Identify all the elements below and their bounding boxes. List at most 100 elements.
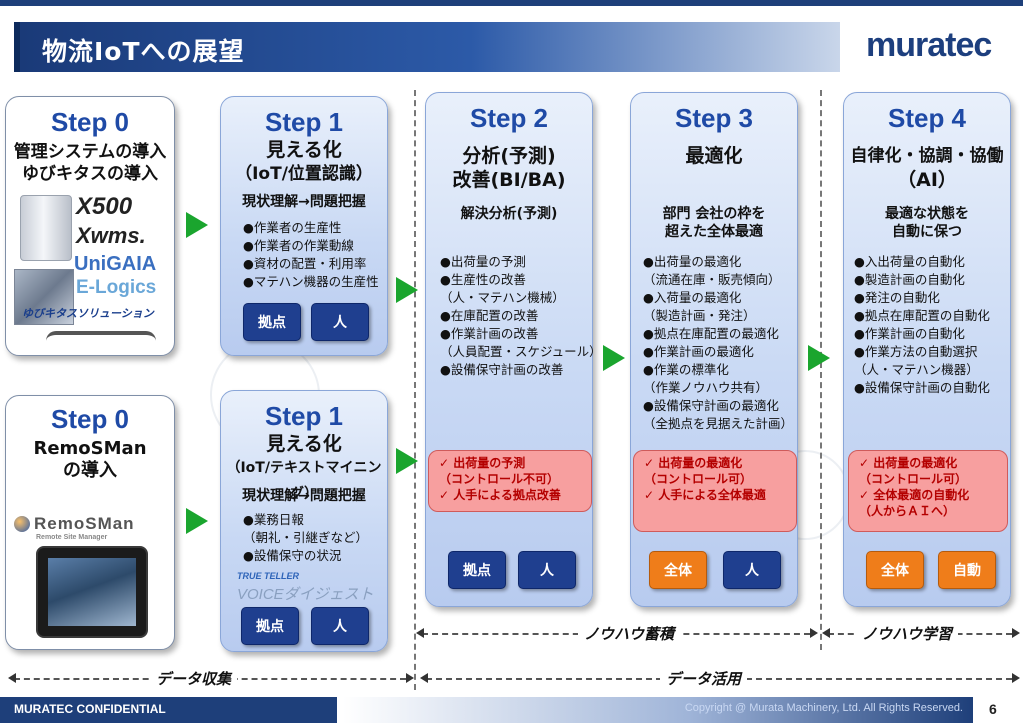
card-subheading: 部門 会社の枠を [662,206,766,222]
site-button[interactable]: 拠点 [448,551,506,589]
muratec-logo: muratec [866,26,992,64]
list-item: ●入荷量の最適化 [643,290,742,305]
limitation-box: ✓ 出荷量の予測 （コントロール不可） ✓ 人手による拠点改善 [428,450,592,512]
step-label: Step 3 [674,103,754,133]
band-arrowhead-left [822,628,830,638]
list-item: ●作業方法の自動選択 [854,344,978,359]
list-item: ●生産性の改善 [440,272,526,287]
item-list: ●作業者の生産性 ●作業者の作業動線 ●資材の配置・利用率 ●マテハン機器の生産… [243,219,379,291]
server-image [20,195,72,261]
footer-left-bar: MURATEC CONFIDENTIAL [0,697,337,723]
card-heading-line: 分析(予測) [462,145,556,167]
band-label-collect: データ収集 [150,668,238,689]
brand-remosman-sub: Remote Site Manager [36,534,108,541]
limitation-item: ✓ 全体最適の自動化 [859,488,970,502]
item-list: ●業務日報 （朝礼・引継ぎなど） ●設備保守の状況 [243,511,368,565]
card-heading-line: 見える化 [266,139,342,161]
list-item: ●出荷量の最適化 [643,254,742,269]
band-label-accumulate: ノウハウ蓄積 [578,623,681,644]
list-item: （製造計画・発注） [643,308,756,323]
limitation-item: （コントロール可） [859,472,968,486]
whole-button[interactable]: 全体 [866,551,924,589]
list-item: ●設備保守計画の自動化 [854,380,990,395]
card-step2-analysis: Step 2 分析(予測) 改善(BI/BA) 解決分析(予測) ●出荷量の予測… [425,92,602,607]
person-button[interactable]: 人 [311,607,369,645]
card-step0-remosman: Step 0 RemoSMan の導入 RemoSMan Remote Site… [5,395,175,650]
limitation-item: （人からＡＩへ） [859,504,956,518]
card-step3-optimize: Step 3 最適化 部門 会社の枠を 超えた全体最適 ●出荷量の最適化 （流通… [630,92,798,607]
card-subheading: 解決分析(予測) [460,206,558,222]
card-step1-visualize-iot: Step 1 見える化 （IoT/位置認識） 現状理解→問題把握 ●作業者の生産… [220,96,388,356]
card-heading-line: （IoT/位置認識） [235,164,373,184]
brand-x500: X500 [76,193,133,220]
site-button[interactable]: 拠点 [241,607,299,645]
list-item: ●マテハン機器の生産性 [243,274,379,289]
card-heading-line: ゆびキタスの導入 [22,164,158,184]
person-button[interactable]: 人 [311,303,369,341]
person-button[interactable]: 人 [518,551,576,589]
limitation-item: ✓ 出荷量の最適化 [644,456,743,470]
card-step0-system: Step 0 管理システムの導入 ゆびキタスの導入 X500 Xwms. Uni… [5,96,175,356]
divider-dashed [414,90,416,690]
list-item: ●発注の自動化 [854,290,940,305]
item-list: ●入出荷量の自動化 ●製造計画の自動化 ●発注の自動化 ●拠点在庫配置の自動化 … [854,253,990,397]
list-item: ●製造計画の自動化 [854,272,965,287]
band-arrowhead-left [8,673,16,683]
step-label: Step 0 [50,107,130,137]
limitation-box: ✓ 出荷量の最適化 （コントロール可） ✓ 人手による全体最適 [633,450,797,532]
band-arrowhead-right [1012,673,1020,683]
list-item: （人・マテハン機器） [854,362,979,377]
list-item: ●資材の配置・利用率 [243,256,367,271]
step-label: Step 4 [887,103,967,133]
top-rule [0,0,1023,6]
band-arrowhead-right [810,628,818,638]
list-item: ●設備保守の状況 [243,548,342,563]
person-button[interactable]: 人 [723,551,781,589]
card-heading-line: 最適化 [685,145,743,167]
limitation-item: ✓ 出荷量の予測 [439,456,526,470]
list-item: ●作業者の生産性 [243,220,342,235]
step-label: Step 1 [264,401,344,431]
brand-voice-digest: VOICEダイジェスト [237,586,374,603]
auto-button[interactable]: 自動 [938,551,996,589]
arrow-right-icon [186,212,208,238]
whole-button[interactable]: 全体 [649,551,707,589]
card-heading-line: 自律化・協調・協働 [850,146,1004,166]
title-bar: 物流IoTへの展望 [14,22,840,72]
list-item: ●作業計画の自動化 [854,326,965,341]
confidential-label: MURATEC CONFIDENTIAL [14,702,166,716]
arrow-right-icon [808,345,830,371]
arrow-right-icon [186,508,208,534]
tablet-screen [48,558,136,626]
site-button[interactable]: 拠点 [243,303,301,341]
list-item: （人・マテハン機械） [440,290,565,305]
item-list: ●出荷量の最適化 （流通在庫・販売傾向） ●入荷量の最適化 （製造計画・発注） … [643,253,793,433]
arrow-right-icon [396,277,418,303]
list-item: ●作業計画の最適化 [643,344,754,359]
list-item: （全拠点を見据えた計画） [643,416,794,431]
copyright-text: Copyright @ Murata Machinery, Ltd. All R… [684,702,963,714]
card-subheading: 現状理解→問題把握 [242,488,366,504]
limitation-item: （コントロール可） [644,472,753,486]
list-item: ●設備保守計画の最適化 [643,398,779,413]
page-title: 物流IoTへの展望 [42,37,245,66]
card-subheading: 最適な状態を [885,206,969,222]
card-subheading: 現状理解→問題把握 [242,194,366,210]
card-heading-line: の導入 [63,460,117,481]
item-list: ●出荷量の予測 ●生産性の改善 （人・マテハン機械） ●在庫配置の改善 ●作業計… [440,253,602,379]
list-item: （朝礼・引継ぎなど） [243,530,369,545]
list-item: （流通在庫・販売傾向） [643,272,781,287]
card-heading-line: （IoT/テキストマイニング） [226,460,382,502]
arrow-right-icon [603,345,625,371]
brand-remosman: RemoSMan [34,514,135,533]
step-label: Step 0 [50,404,130,434]
list-item: ●拠点在庫配置の最適化 [643,326,779,341]
step-label: Step 1 [264,107,344,137]
list-item: ●設備保守計画の改善 [440,362,564,377]
brand-elogics: E-Logics [76,277,157,298]
band-arrowhead-left [416,628,424,638]
card-subheading: 超えた全体最適 [665,224,763,240]
page-number: 6 [989,701,997,717]
brand-trueteller: TRUE TELLER [237,571,299,581]
limitation-item: ✓ 出荷量の最適化 [859,456,958,470]
